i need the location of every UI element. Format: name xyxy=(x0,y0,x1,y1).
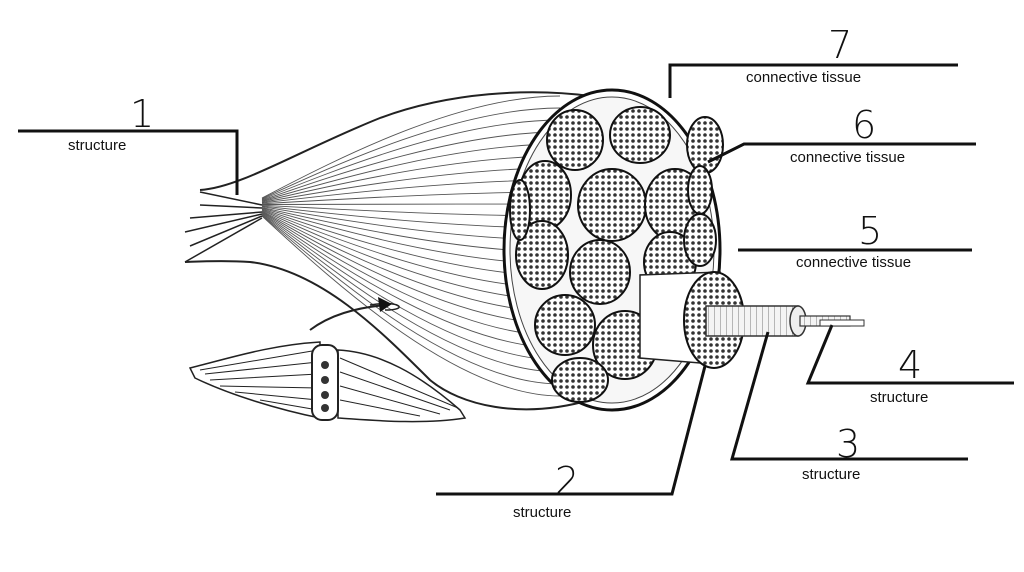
muscle-fiber-stroke xyxy=(261,214,561,373)
label-number-7: 7 xyxy=(828,23,852,67)
leader-lines xyxy=(18,63,1014,496)
muscle-fiber-stroke xyxy=(261,95,561,199)
fascicle xyxy=(546,109,604,171)
muscle-outline xyxy=(184,91,591,411)
fascicle xyxy=(509,179,531,241)
label-text-4: structure xyxy=(870,389,928,406)
muscle-fiber-stroke xyxy=(261,107,561,200)
fascicle-extract xyxy=(639,271,865,369)
fascicle xyxy=(683,213,717,267)
label-texts: structure structure structure structure … xyxy=(68,69,928,521)
label-text-5: connective tissue xyxy=(796,254,911,271)
fascicle xyxy=(515,220,569,290)
muscle-fiber-stroke xyxy=(261,131,561,201)
fascicle xyxy=(686,116,724,174)
muscle-fiber-stroke xyxy=(261,213,561,361)
fascicle-group xyxy=(509,106,724,403)
myofilament xyxy=(819,319,865,327)
tendon xyxy=(184,191,263,263)
label-text-7: connective tissue xyxy=(746,69,861,86)
fascicle xyxy=(551,357,609,403)
label-number-3: 3 xyxy=(836,422,860,466)
leader-6 xyxy=(707,142,976,164)
arrow-icon xyxy=(309,304,386,331)
fascicle xyxy=(577,168,647,242)
cross-section xyxy=(502,88,724,412)
label-number-5: 5 xyxy=(858,209,882,253)
fascicle xyxy=(569,239,631,305)
label-number-2: 2 xyxy=(555,459,579,503)
muscle-fiber-stroke xyxy=(261,215,561,397)
label-number-1: 1 xyxy=(130,92,154,136)
fascicle xyxy=(687,165,713,215)
label-numbers: 1 2 3 4 5 6 7 xyxy=(130,23,922,503)
fascicle xyxy=(609,106,671,164)
leader-1 xyxy=(18,129,239,195)
leader-3 xyxy=(730,331,968,461)
leader-2 xyxy=(436,365,707,496)
label-text-2: structure xyxy=(513,504,571,521)
small-muscle-inset xyxy=(188,297,467,423)
fascicle xyxy=(534,294,596,356)
label-number-6: 6 xyxy=(852,103,876,147)
label-text-6: connective tissue xyxy=(790,149,905,166)
label-number-4: 4 xyxy=(898,343,922,387)
muscle-fiber-stroke xyxy=(261,214,561,385)
muscle-fiber-stroke xyxy=(261,155,561,203)
leader-4 xyxy=(805,324,1014,385)
muscle-fiber xyxy=(705,305,799,337)
muscle-fiber-stroke xyxy=(261,212,561,349)
muscle-fiber-stroke xyxy=(261,143,561,202)
label-text-3: structure xyxy=(802,466,860,483)
leader-7 xyxy=(668,63,958,98)
label-text-1: structure xyxy=(68,137,126,154)
muscle-fiber-stroke xyxy=(261,119,561,200)
